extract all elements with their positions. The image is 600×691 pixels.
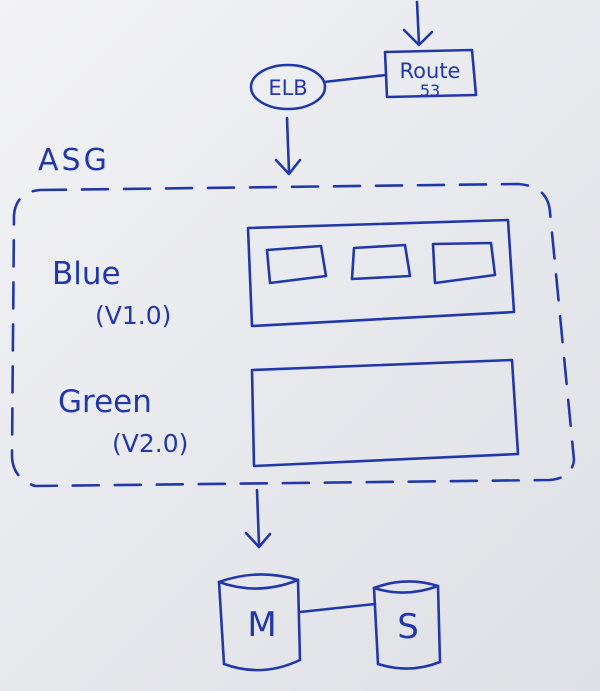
blue-env-name: Blue	[52, 256, 121, 292]
green-env-container	[250, 358, 520, 468]
blue-env-container	[246, 218, 516, 328]
elb-route53-connector	[322, 73, 388, 84]
db-master-node: M	[217, 573, 302, 672]
blue-instance-2	[350, 243, 412, 281]
route53-node: Route 53	[383, 48, 478, 100]
db-master-label: M	[247, 605, 276, 645]
db-slave-node: S	[372, 580, 442, 670]
green-env-version: (V2.0)	[112, 429, 188, 458]
incoming-traffic-arrow	[402, 0, 434, 47]
elb-to-asg-arrow	[274, 116, 302, 176]
asg-label: ASG	[38, 143, 110, 178]
blue-instance-3	[431, 241, 497, 285]
asg-to-db-arrow	[244, 488, 272, 549]
db-slave-label: S	[397, 607, 419, 647]
blue-env-version: (V1.0)	[95, 301, 171, 330]
elb-label: ELB	[268, 76, 307, 100]
db-replication-connector	[298, 602, 377, 614]
route53-label-line2: 53	[420, 81, 440, 100]
route53-label-line1: Route	[400, 59, 461, 83]
asg-boundary	[10, 182, 576, 488]
green-env-name: Green	[58, 384, 152, 420]
elb-node: ELB	[249, 63, 327, 111]
blue-instance-1	[265, 244, 328, 285]
